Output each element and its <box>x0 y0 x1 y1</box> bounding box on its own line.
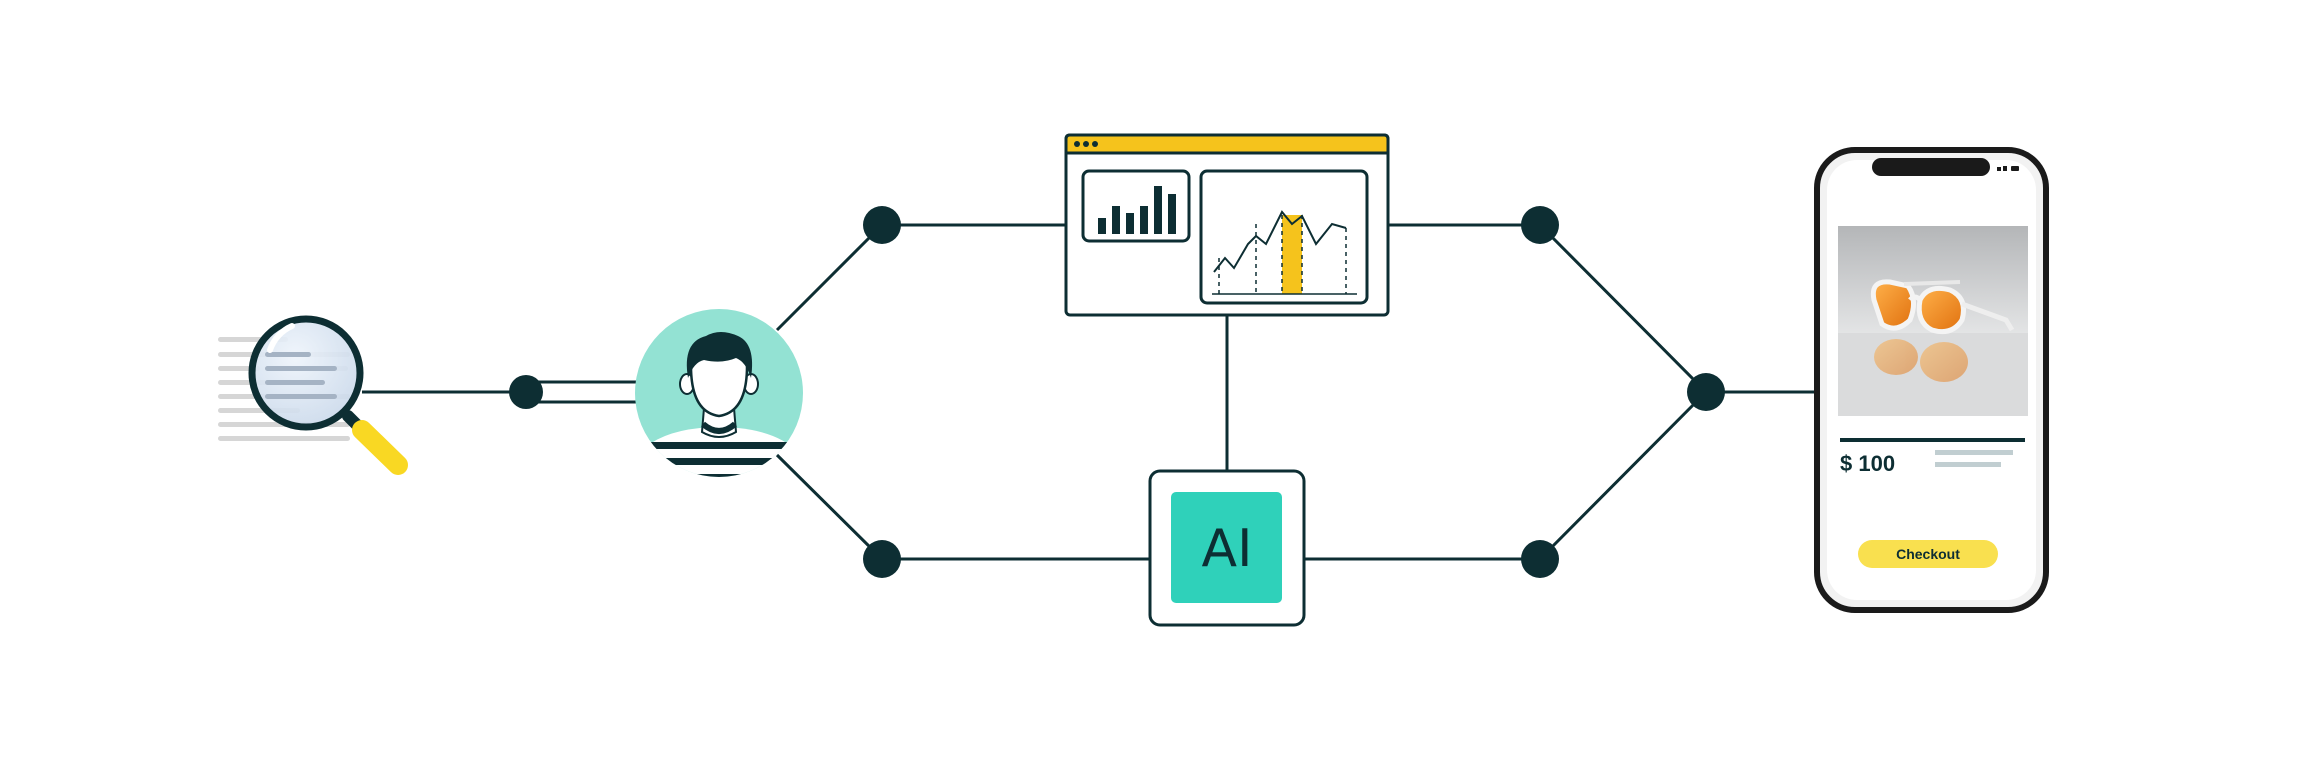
connector-upper-right-to-merge <box>1538 223 1708 394</box>
node-upper-right <box>1521 206 1559 244</box>
status-icons <box>1997 166 2019 171</box>
trend-line <box>1213 210 1347 273</box>
sunglasses-product <box>1838 226 2028 416</box>
node-upper-left <box>863 206 901 244</box>
ai-label: AI <box>1202 519 1253 579</box>
ai-chip: AI <box>1148 469 1306 627</box>
checkout-button[interactable]: Checkout <box>1858 540 1998 568</box>
search-icon <box>218 315 408 475</box>
node-merge <box>1687 373 1725 411</box>
nodes <box>509 206 1725 578</box>
divider-line <box>1840 438 2025 442</box>
description-lines <box>1935 450 2013 467</box>
node-lower-left <box>863 540 901 578</box>
connector-avatar-to-lower-node <box>775 453 884 561</box>
bar-chart-bars <box>1098 186 1176 234</box>
checkout-button-label: Checkout <box>1896 546 1960 562</box>
highlight-column <box>1282 215 1302 294</box>
smartphone-checkout: $ 100 Checkout <box>1814 147 2049 613</box>
connector-lines <box>362 223 1818 561</box>
connector-lower-right-to-merge <box>1538 390 1708 561</box>
window-dots <box>1074 141 1098 147</box>
phone-notch <box>1872 158 1990 176</box>
analytics-dashboard <box>1064 133 1390 317</box>
connector-avatar-to-upper-node <box>775 223 884 332</box>
price-label: $ 100 <box>1840 451 1895 476</box>
person-avatar <box>635 309 803 477</box>
node-lower-right <box>1521 540 1559 578</box>
bar-chart-panel <box>1081 169 1191 243</box>
node-after-search <box>509 375 543 409</box>
